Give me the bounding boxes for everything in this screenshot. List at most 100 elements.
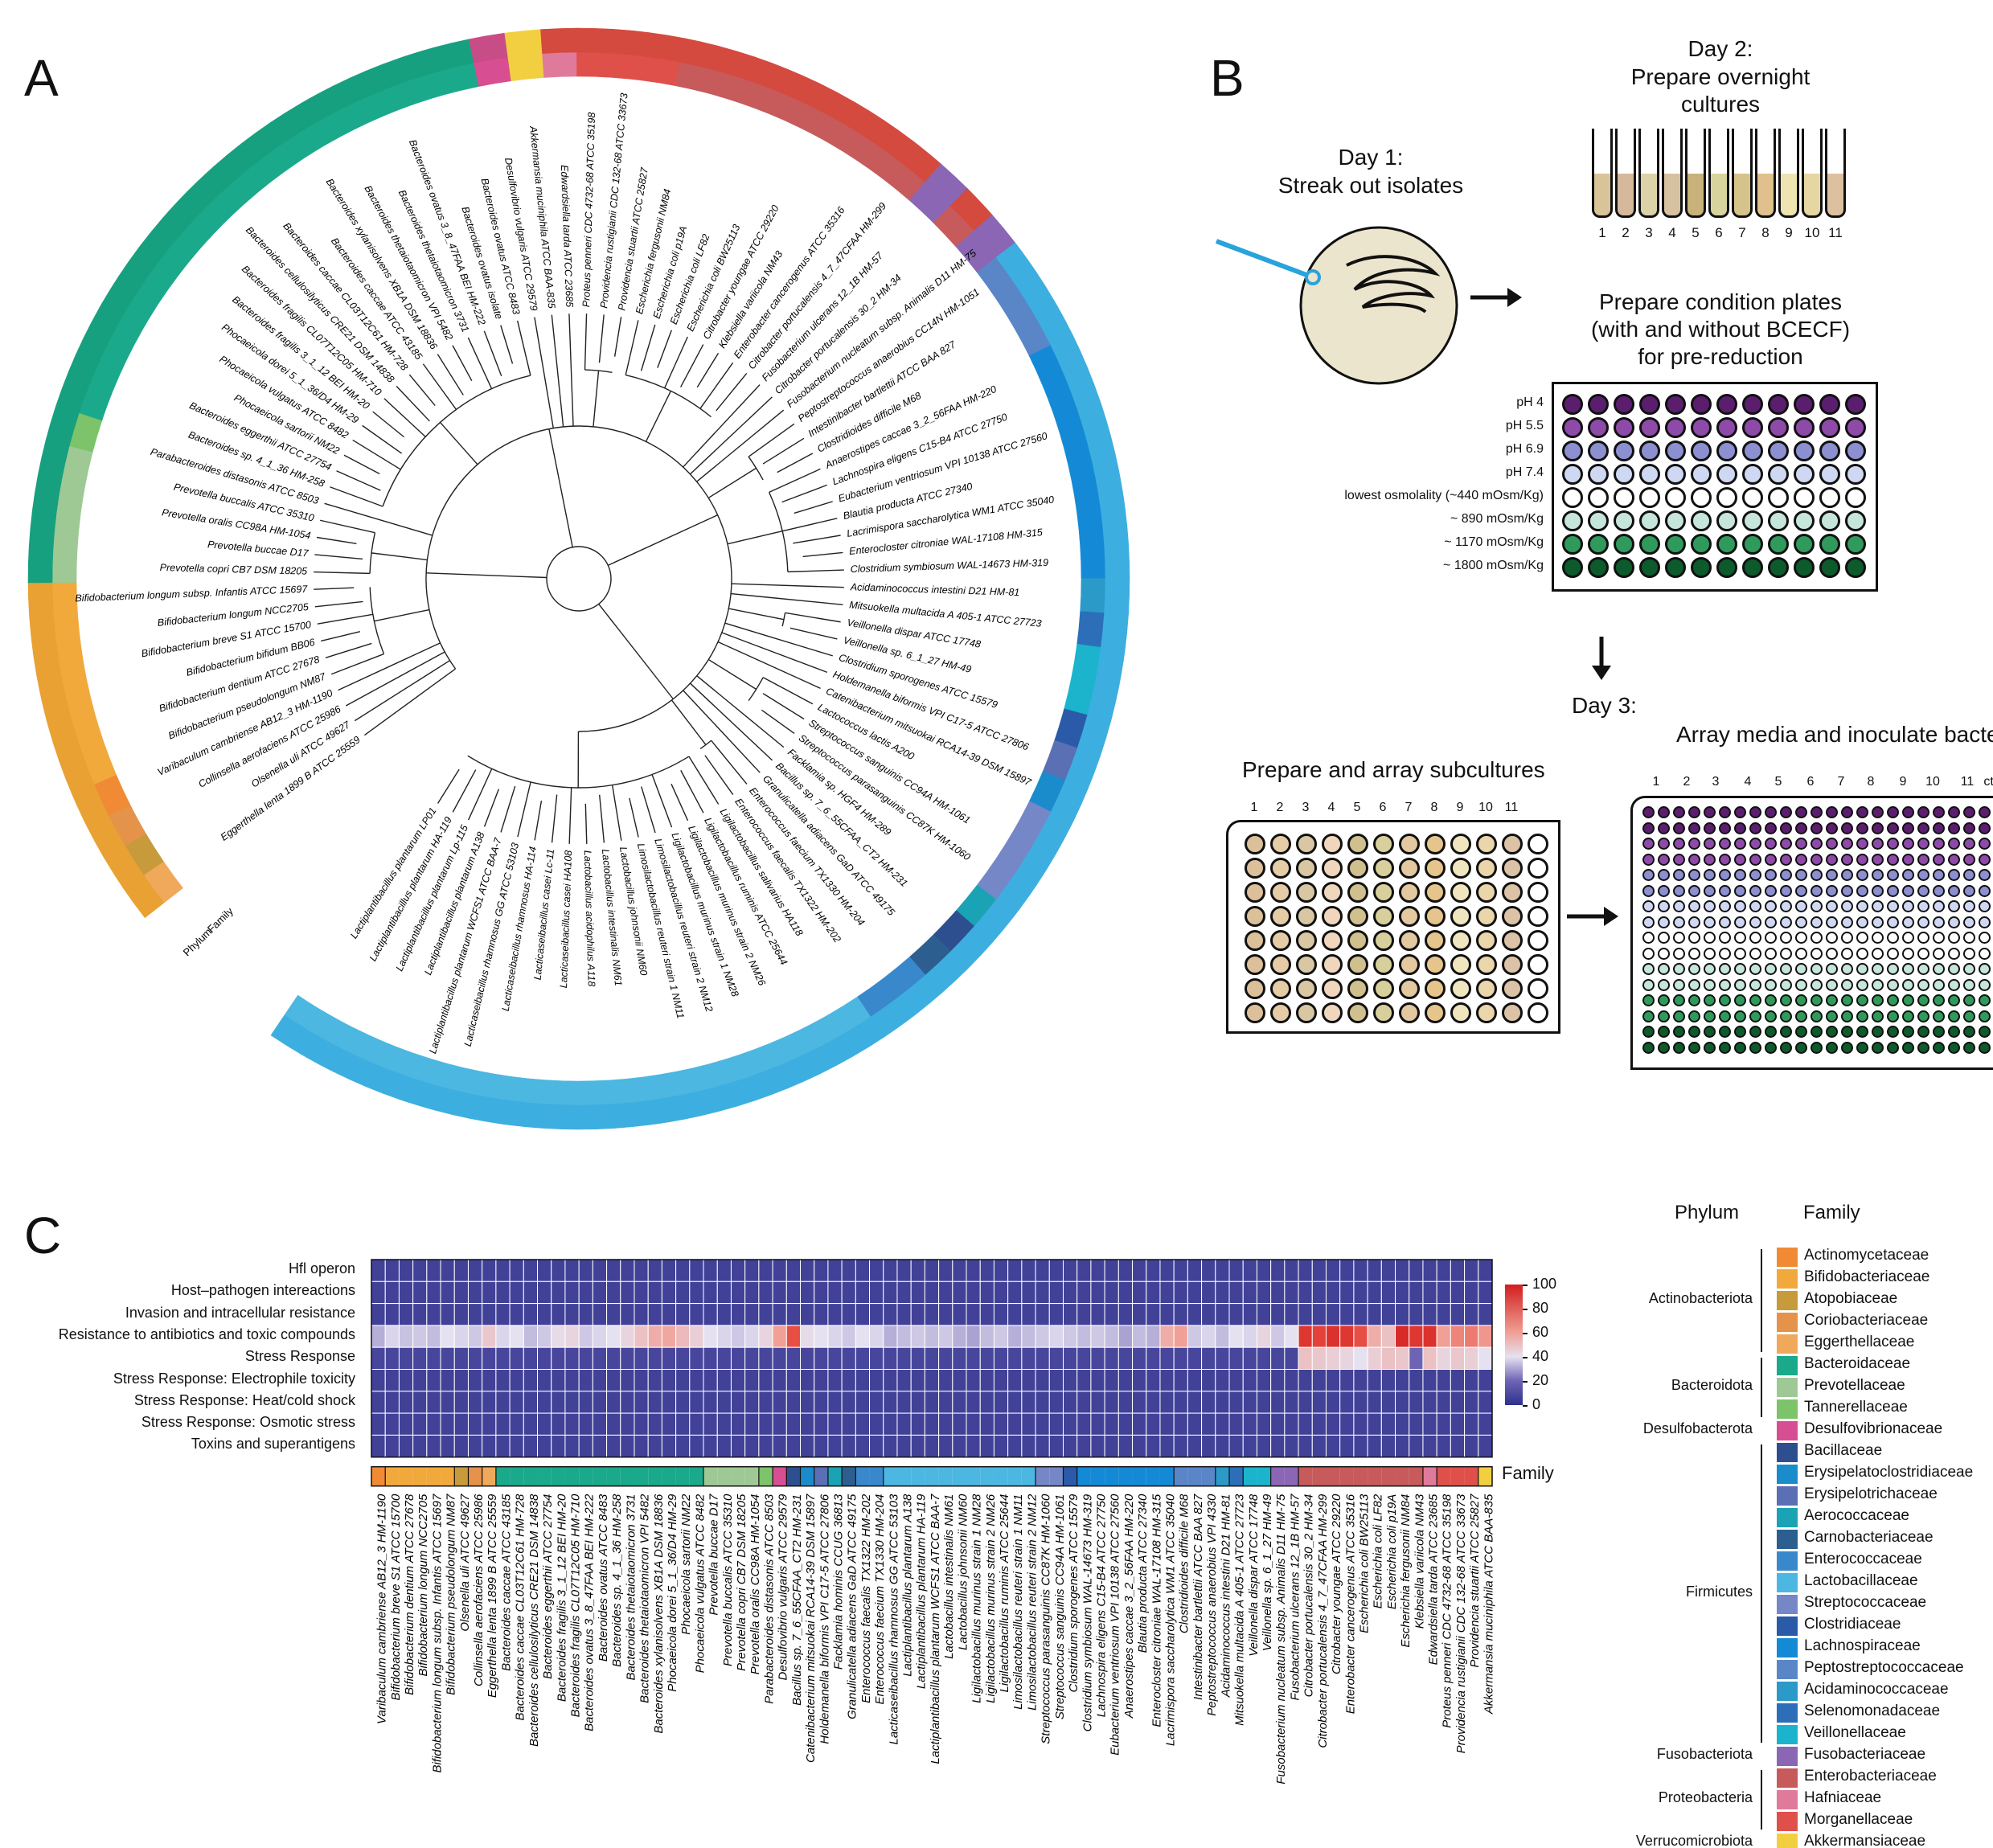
heatmap-cell — [634, 1412, 649, 1436]
array-well — [1872, 900, 1884, 912]
family-bar-segment — [495, 1466, 511, 1486]
heatmap-column-label: Collinsella aerofaciens ATCC 25986 — [472, 1494, 486, 1686]
array-well — [1780, 838, 1792, 850]
heatmap-cell — [1062, 1412, 1078, 1436]
legend-phylum-label: Verrucomicrobiota — [1635, 1833, 1753, 1848]
array-well — [1704, 1041, 1716, 1054]
heatmap-cell — [730, 1280, 746, 1305]
legend-swatch — [1777, 1378, 1798, 1397]
family-bar-segment — [1063, 1466, 1077, 1486]
heatmap-cell — [606, 1391, 621, 1414]
legend-family-label: Aerococcaceae — [1804, 1507, 1909, 1524]
heatmap-cell — [661, 1391, 677, 1414]
array-well — [1933, 822, 1945, 834]
heatmap-cell — [371, 1303, 386, 1326]
array-well — [1673, 1010, 1685, 1022]
array-well — [1704, 853, 1716, 866]
heatmap-cell — [440, 1303, 455, 1326]
heatmap-cell — [1173, 1412, 1188, 1436]
heatmap-cell — [785, 1259, 802, 1282]
array-well — [1719, 994, 1731, 1006]
heatmap-column-label: Enterococcus faecium TX1330 HM-204 — [873, 1494, 887, 1705]
heatmap-cell — [537, 1434, 552, 1458]
array-well — [1811, 853, 1823, 866]
heatmap-cell — [1201, 1303, 1216, 1326]
heatmap-cell — [1380, 1280, 1396, 1305]
array-well — [1780, 1026, 1792, 1038]
heatmap-cell — [537, 1280, 552, 1305]
heatmap-cell — [744, 1325, 760, 1348]
heatmap-cell — [482, 1346, 497, 1370]
heatmap-cell — [647, 1303, 662, 1326]
heatmap-row-label: Host–pathogen intereactions — [170, 1282, 355, 1299]
heatmap-cell — [1409, 1303, 1424, 1326]
tree-leaf-label: Lacticaseibacillus casei Lc-11 — [532, 848, 557, 980]
heatmap-cell — [384, 1303, 400, 1326]
heatmap-column-label: Bifidobacterium breve S1 ATCC 15700 — [389, 1494, 403, 1700]
heatmap-cell — [841, 1303, 856, 1326]
heatmap-cell — [1353, 1325, 1368, 1348]
legend-swatch — [1777, 1616, 1798, 1636]
heatmap-cell — [800, 1346, 815, 1370]
subculture-well — [1528, 906, 1548, 927]
heatmap-cell — [1117, 1325, 1134, 1348]
condition-well — [1742, 440, 1763, 461]
array-well — [1734, 869, 1746, 881]
array-well — [1688, 916, 1700, 928]
heatmap-cell — [509, 1391, 524, 1414]
legend-family-label: Actinomycetaceae — [1804, 1247, 1929, 1264]
family-bar-segment — [426, 1466, 441, 1486]
heatmap-column-label: Klebsiella variicola NM43 — [1413, 1494, 1426, 1629]
heatmap-cell — [1367, 1259, 1382, 1282]
heatmap-cell — [495, 1346, 511, 1370]
tube-number: 8 — [1761, 225, 1770, 240]
heatmap-column-label: Bacteroides ovatus ATCC 8483 — [597, 1494, 610, 1662]
subculture-well — [1245, 882, 1265, 903]
heatmap-cell — [412, 1412, 428, 1436]
subculture-well — [1296, 978, 1317, 999]
heatmap-cell — [938, 1303, 953, 1326]
heatmap-cell — [661, 1325, 677, 1348]
heatmap-cell — [1367, 1434, 1382, 1458]
tree-leaf-label: Prevotella buccae D17 — [207, 539, 310, 559]
array-well — [1719, 932, 1731, 944]
heatmap-cell — [1380, 1259, 1396, 1282]
family-bar-segment — [1118, 1466, 1133, 1486]
legend-item: Bacteroidaceae — [1777, 1355, 1986, 1375]
heatmap-cell — [537, 1346, 552, 1370]
array-well — [1658, 884, 1670, 897]
heatmap-cell — [509, 1369, 524, 1392]
heatmap-cell — [896, 1434, 912, 1458]
heatmap-cell — [1395, 1303, 1410, 1326]
heatmap-cell — [1478, 1369, 1493, 1392]
subculture-well — [1373, 1002, 1394, 1023]
heatmap-cell — [467, 1303, 483, 1326]
array-well — [1917, 884, 1929, 897]
subculture-well — [1425, 1002, 1446, 1023]
array-well — [1963, 853, 1975, 866]
heatmap-column-label: Olsenella uli ATCC 49627 — [458, 1494, 472, 1632]
heatmap-cell — [634, 1280, 649, 1305]
heatmap-cell — [938, 1434, 953, 1458]
heatmap-column-label: Bacteroides eggerthii ATCC 27754 — [541, 1494, 555, 1679]
heatmap-cell — [1228, 1346, 1244, 1370]
tree-leaf-label: Edwardsiella tarda ATCC 23685 — [559, 165, 575, 308]
culture-tube — [1802, 129, 1823, 218]
condition-well — [1588, 440, 1609, 461]
heatmap-cell — [1035, 1259, 1050, 1282]
array-well — [1780, 853, 1792, 866]
array-well — [1948, 1010, 1960, 1022]
array-well — [1780, 884, 1792, 897]
heatmap-cell — [1395, 1434, 1410, 1458]
array-well — [1811, 963, 1823, 975]
legend-item: Hafniaceae — [1777, 1789, 1986, 1809]
heatmap-cell — [1201, 1346, 1216, 1370]
heatmap-cell — [1007, 1303, 1023, 1326]
array-well — [1673, 822, 1685, 834]
heatmap-cell — [896, 1325, 912, 1348]
heatmap-cell — [938, 1346, 953, 1370]
phylum-ring-segment — [540, 1104, 578, 1130]
heatmap-cell — [675, 1346, 691, 1370]
array-well — [1719, 947, 1731, 960]
array-well — [1948, 900, 1960, 912]
